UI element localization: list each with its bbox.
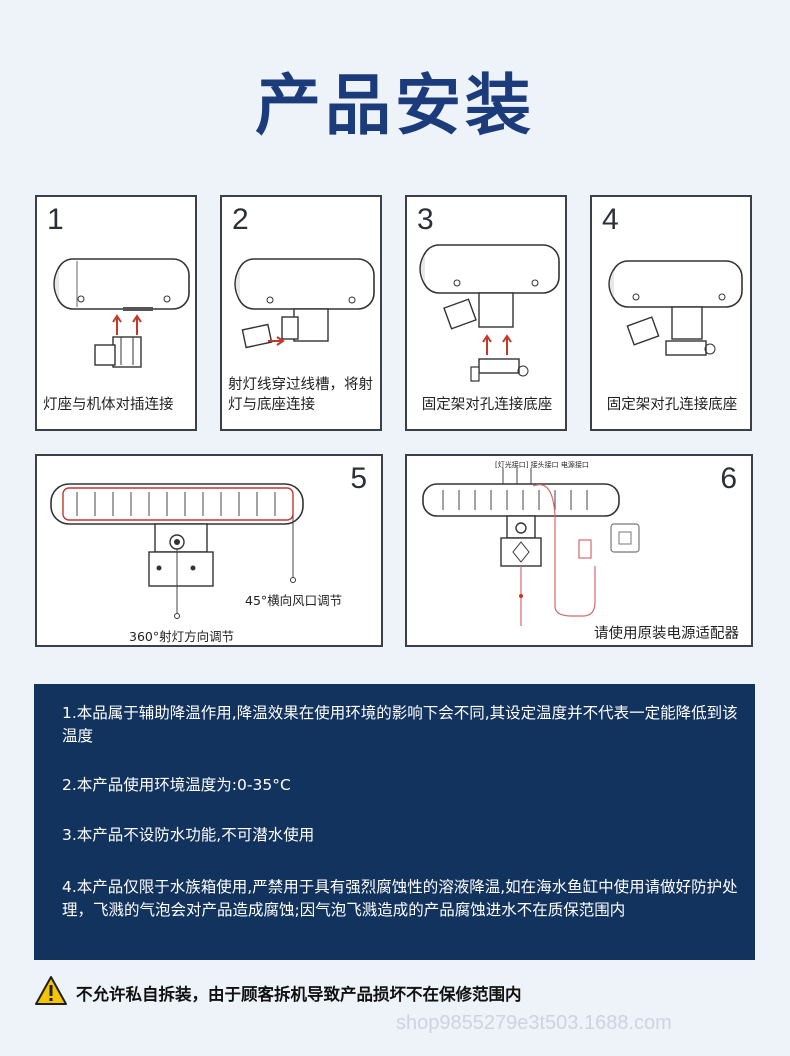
step-1-card: 1 灯座与机体对插连接 — [35, 195, 197, 431]
step-caption: 固定架对孔连接底座 — [606, 397, 738, 413]
watermark: shop9855279e3t503.1688.com — [396, 1012, 672, 1034]
port-labels: [灯光接口] 接头接口 电源接口 — [495, 461, 589, 469]
step-caption: 灯座与机体对插连接 — [43, 397, 174, 413]
step-caption: 固定架对孔连接底座 — [421, 397, 553, 413]
spotlight-callout: 360°射灯方向调节 — [129, 629, 235, 644]
step-4-card: 4 固定架对孔连接底座 — [590, 195, 752, 431]
warning-row: 不允许私自拆装，由于顾客拆机导致产品损坏不在保修范围内 — [34, 975, 774, 1009]
step-number: 1 — [47, 203, 64, 236]
step-number: 4 — [602, 203, 619, 236]
step-caption: 射灯线穿过线槽，将射灯与底座连接 — [228, 377, 373, 413]
note-1: 1.本品属于辅助降温作用,降温效果在使用环境的影响下会不同,其设定温度并不代表一… — [62, 704, 738, 745]
step-caption: 请使用原装电源适配器 — [594, 626, 739, 642]
notes-panel: 1.本品属于辅助降温作用,降温效果在使用环境的影响下会不同,其设定温度并不代表一… — [34, 684, 755, 960]
step-2-card: 2 射灯线穿过线槽，将射灯与底座连接 — [220, 195, 382, 431]
step-number: 5 — [350, 462, 367, 495]
step-6-illustration — [422, 468, 640, 626]
step-3-illustration — [419, 244, 560, 382]
step-number: 6 — [720, 462, 737, 495]
step-number: 2 — [232, 203, 249, 236]
step-4-illustration — [608, 260, 743, 356]
step-3-card: 3 固定架对孔连接底座 — [405, 195, 567, 431]
note-3: 3.本产品不设防水功能,不可潜水使用 — [62, 826, 315, 844]
step-6-card: 6 [灯光接口] 接头接口 电源接口 请使用原装电源适配器 — [405, 454, 753, 647]
note-2: 2.本产品使用环境温度为:0-35°C — [62, 776, 291, 794]
step-number: 3 — [417, 203, 434, 236]
warning-icon — [35, 976, 67, 1005]
vent-callout: 45°横向风口调节 — [245, 593, 343, 608]
step-5-card: 5 45°横向风口调节 360°射灯方向调节 — [35, 454, 383, 647]
step-2-illustration — [234, 258, 375, 349]
step-5-illustration — [50, 483, 304, 619]
note-4: 4.本产品仅限于水族箱使用,严禁用于具有强烈腐蚀性的溶液降温,如在海水鱼缸中使用… — [62, 878, 738, 919]
step-1-illustration — [53, 258, 190, 368]
page-title: 产品安装 — [255, 67, 535, 144]
warning-text: 不允许私自拆装，由于顾客拆机导致产品损坏不在保修范围内 — [76, 985, 522, 1004]
